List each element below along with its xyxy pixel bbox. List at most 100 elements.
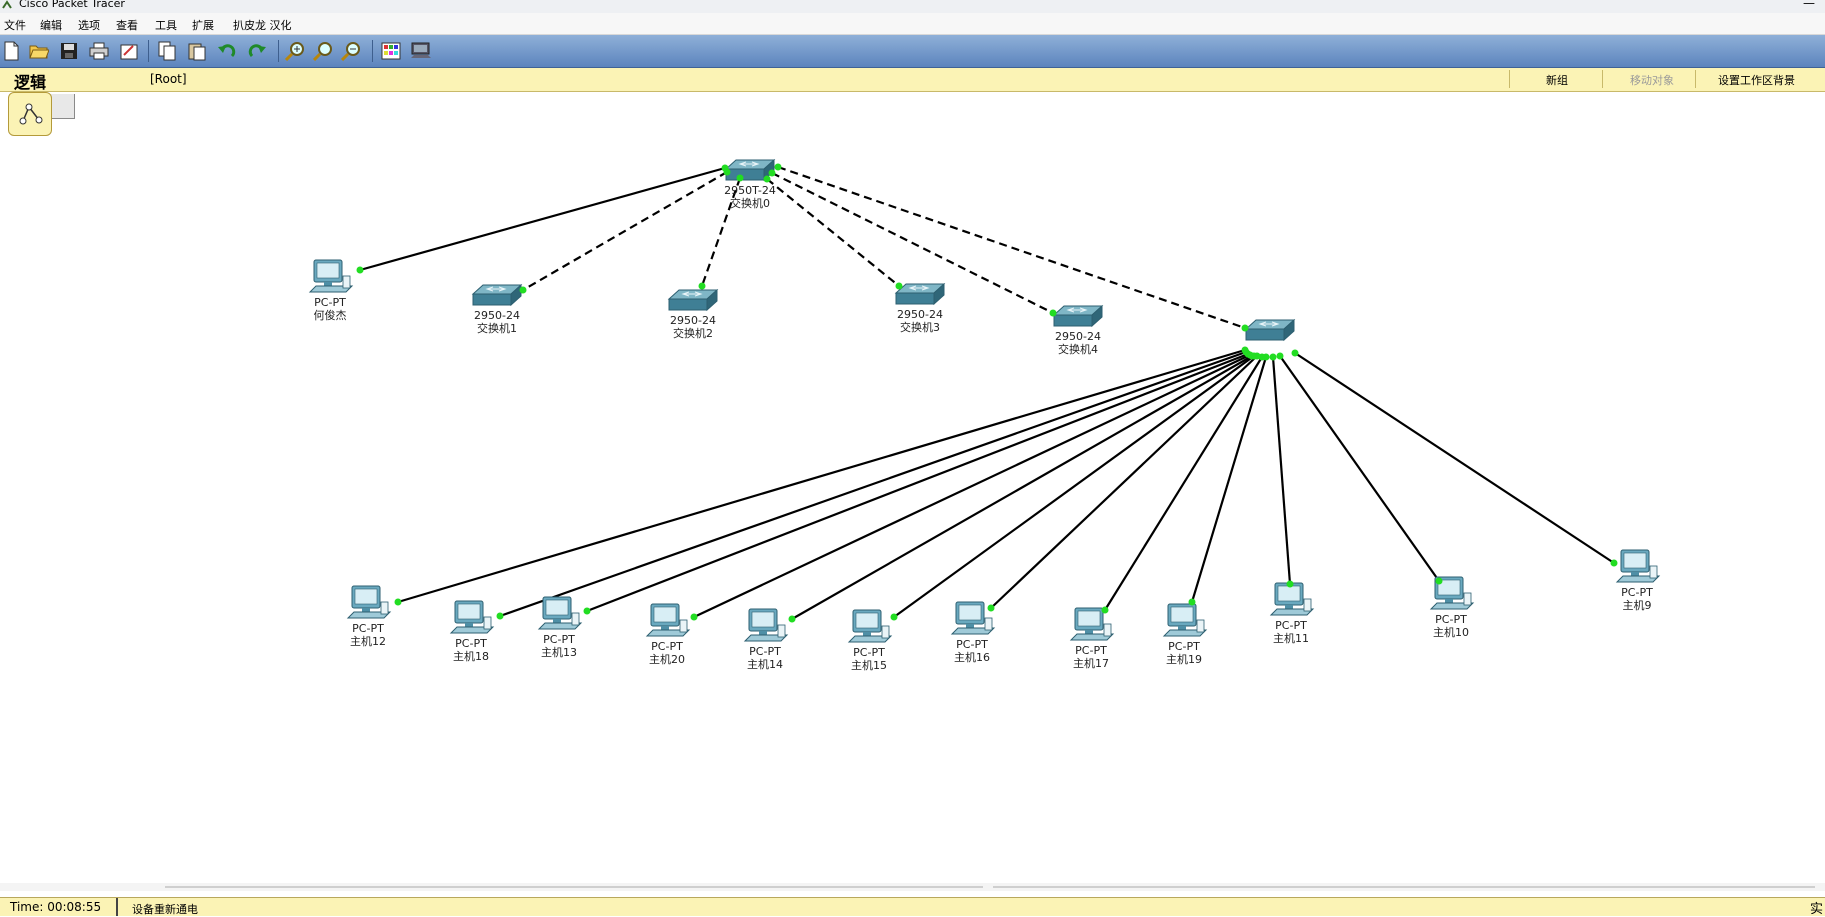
status-message: 设备重新通电 — [132, 903, 198, 916]
root-breadcrumb[interactable]: [Root] — [150, 72, 187, 86]
zoom-out-icon[interactable] — [340, 40, 362, 62]
link-1[interactable] — [522, 171, 728, 291]
menu-edit[interactable]: 编辑 — [40, 19, 62, 32]
paste-icon[interactable] — [186, 40, 208, 62]
device-name-label: 主机19 — [1166, 652, 1202, 666]
device-model-label: 2950-24 — [670, 314, 716, 327]
link-11[interactable] — [893, 355, 1255, 618]
move-object-button[interactable]: 移动对象 — [1630, 74, 1674, 87]
new-cluster-button[interactable]: 新组 — [1546, 74, 1568, 87]
link-17[interactable] — [1294, 352, 1615, 564]
link-15[interactable] — [1271, 356, 1292, 585]
port-indicator — [1435, 577, 1443, 585]
port-indicator — [1291, 349, 1299, 357]
scroll-track-right[interactable] — [993, 886, 1815, 888]
copy-icon[interactable] — [156, 40, 178, 62]
links-layer — [359, 165, 1615, 620]
device-model-label: PC-PT — [1168, 640, 1200, 653]
device-name-label: 主机12 — [350, 634, 386, 648]
port-indicator — [1262, 353, 1270, 361]
new-file-icon[interactable] — [0, 40, 22, 62]
horizontal-scrollbar[interactable] — [0, 883, 1825, 891]
port-indicator — [394, 598, 402, 606]
link-0[interactable] — [359, 166, 726, 272]
menu-options[interactable]: 选项 — [78, 19, 100, 32]
port-indicator — [1188, 598, 1196, 606]
device-model-label: PC-PT — [853, 646, 885, 659]
menu-tools[interactable]: 工具 — [155, 19, 177, 32]
print-icon[interactable] — [88, 40, 110, 62]
link-10[interactable] — [791, 355, 1253, 620]
device-name-label: 交换机1 — [477, 321, 517, 335]
zoom-in-icon[interactable] — [284, 40, 306, 62]
redo-icon[interactable] — [246, 40, 268, 62]
port-indicator — [519, 286, 527, 294]
link-3[interactable] — [766, 178, 900, 287]
device-name-label: 主机11 — [1273, 631, 1309, 645]
switch-device[interactable] — [1244, 318, 1296, 342]
link-13[interactable] — [1104, 356, 1263, 611]
link-6[interactable] — [397, 348, 1246, 604]
port-indicator — [1049, 309, 1057, 317]
zoom-reset-icon[interactable] — [312, 40, 334, 62]
logical-workspace-bar: 逻辑 [Root] 新组 移动对象 设置工作区背景 — [0, 68, 1825, 92]
realtime-mode-label[interactable]: 实 — [1809, 902, 1823, 917]
device-model-label: PC-PT — [1275, 619, 1307, 632]
link-2[interactable] — [700, 177, 742, 287]
time-display: Time: 00:08:55 — [10, 900, 102, 914]
logical-view-tab[interactable] — [8, 92, 52, 136]
link-12[interactable] — [990, 355, 1258, 609]
menu-localization[interactable]: 扒皮龙 汉化 — [233, 19, 292, 32]
link-14[interactable] — [1190, 356, 1268, 603]
link-7[interactable] — [499, 350, 1247, 618]
open-folder-icon[interactable] — [28, 40, 50, 62]
link-8[interactable] — [586, 352, 1249, 613]
port-indicator — [736, 174, 744, 182]
menu-view[interactable]: 查看 — [116, 19, 138, 32]
main-toolbar — [0, 35, 1825, 68]
custom-device-icon[interactable] — [410, 40, 432, 62]
link-16[interactable] — [1279, 355, 1440, 582]
device-model-label: 2950-24 — [897, 308, 943, 321]
minimize-button[interactable]: — — [1803, 0, 1815, 10]
link-9[interactable] — [693, 354, 1251, 618]
port-indicator — [1276, 352, 1284, 360]
link-4[interactable] — [771, 172, 1054, 314]
undo-icon[interactable] — [216, 40, 238, 62]
device-model-label: PC-PT — [956, 638, 988, 651]
link-5[interactable] — [777, 165, 1246, 330]
set-background-button[interactable]: 设置工作区背景 — [1718, 74, 1795, 87]
device-name-label: 主机18 — [453, 649, 489, 663]
save-icon[interactable] — [58, 40, 80, 62]
logical-tab-label[interactable]: 逻辑 — [14, 73, 47, 92]
device-model-label: PC-PT — [543, 633, 575, 646]
palette-icon[interactable] — [380, 40, 402, 62]
menu-file[interactable]: 文件 — [4, 19, 26, 32]
activity-wizard-icon[interactable] — [118, 40, 140, 62]
device-model-label: 2950-24 — [474, 309, 520, 322]
port-indicator — [774, 163, 782, 171]
port-indicator — [895, 282, 903, 290]
scroll-track-left[interactable] — [165, 886, 983, 888]
menu-extensions[interactable]: 扩展 — [192, 19, 214, 32]
device-name-label: 交换机3 — [900, 320, 940, 334]
